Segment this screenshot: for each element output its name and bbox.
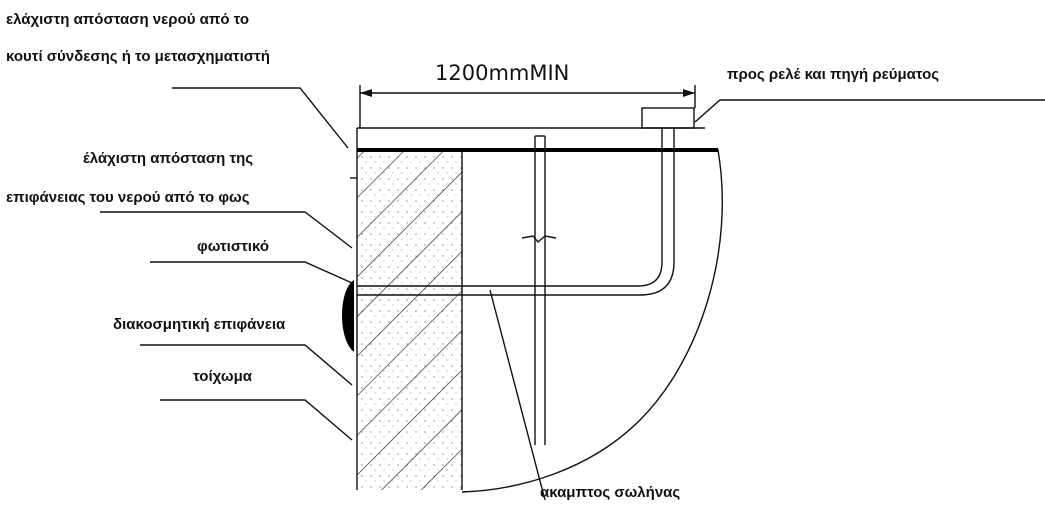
luminaire-shape	[342, 280, 354, 352]
deck-cover	[356, 127, 705, 150]
leader-lines	[100, 87, 1045, 501]
label-min-distance-light-line1: έλάχιστη απόσταση της	[83, 150, 253, 167]
label-wall: τοίχωμα	[193, 368, 253, 385]
label-min-distance-box-line2: κουτί σύνδεσης ή το μετασχηματιστή	[6, 48, 270, 65]
label-min-distance-light-line2: επιφάνειας του νερού από το φως	[6, 189, 250, 206]
label-luminaire: φωτιστικό	[197, 238, 269, 255]
label-min-distance-box-line1: ελάχιστη απόσταση νερού από το	[6, 11, 249, 28]
water-body-outline	[461, 149, 723, 493]
wall-section	[356, 150, 463, 490]
dimension-line	[359, 85, 696, 128]
conduit-pipe	[357, 128, 675, 296]
label-decorative-surface: διακοσμητική επιφάνεια	[113, 316, 286, 333]
junction-box	[641, 107, 695, 129]
support-pipe	[521, 135, 557, 445]
label-relay-power: προς ρελέ και πηγή ρεύματος	[727, 66, 939, 83]
label-rigid-pipe: ακαμπτος σωλήνας	[540, 484, 680, 501]
dimension-label: 1200mmMIN	[435, 61, 569, 85]
